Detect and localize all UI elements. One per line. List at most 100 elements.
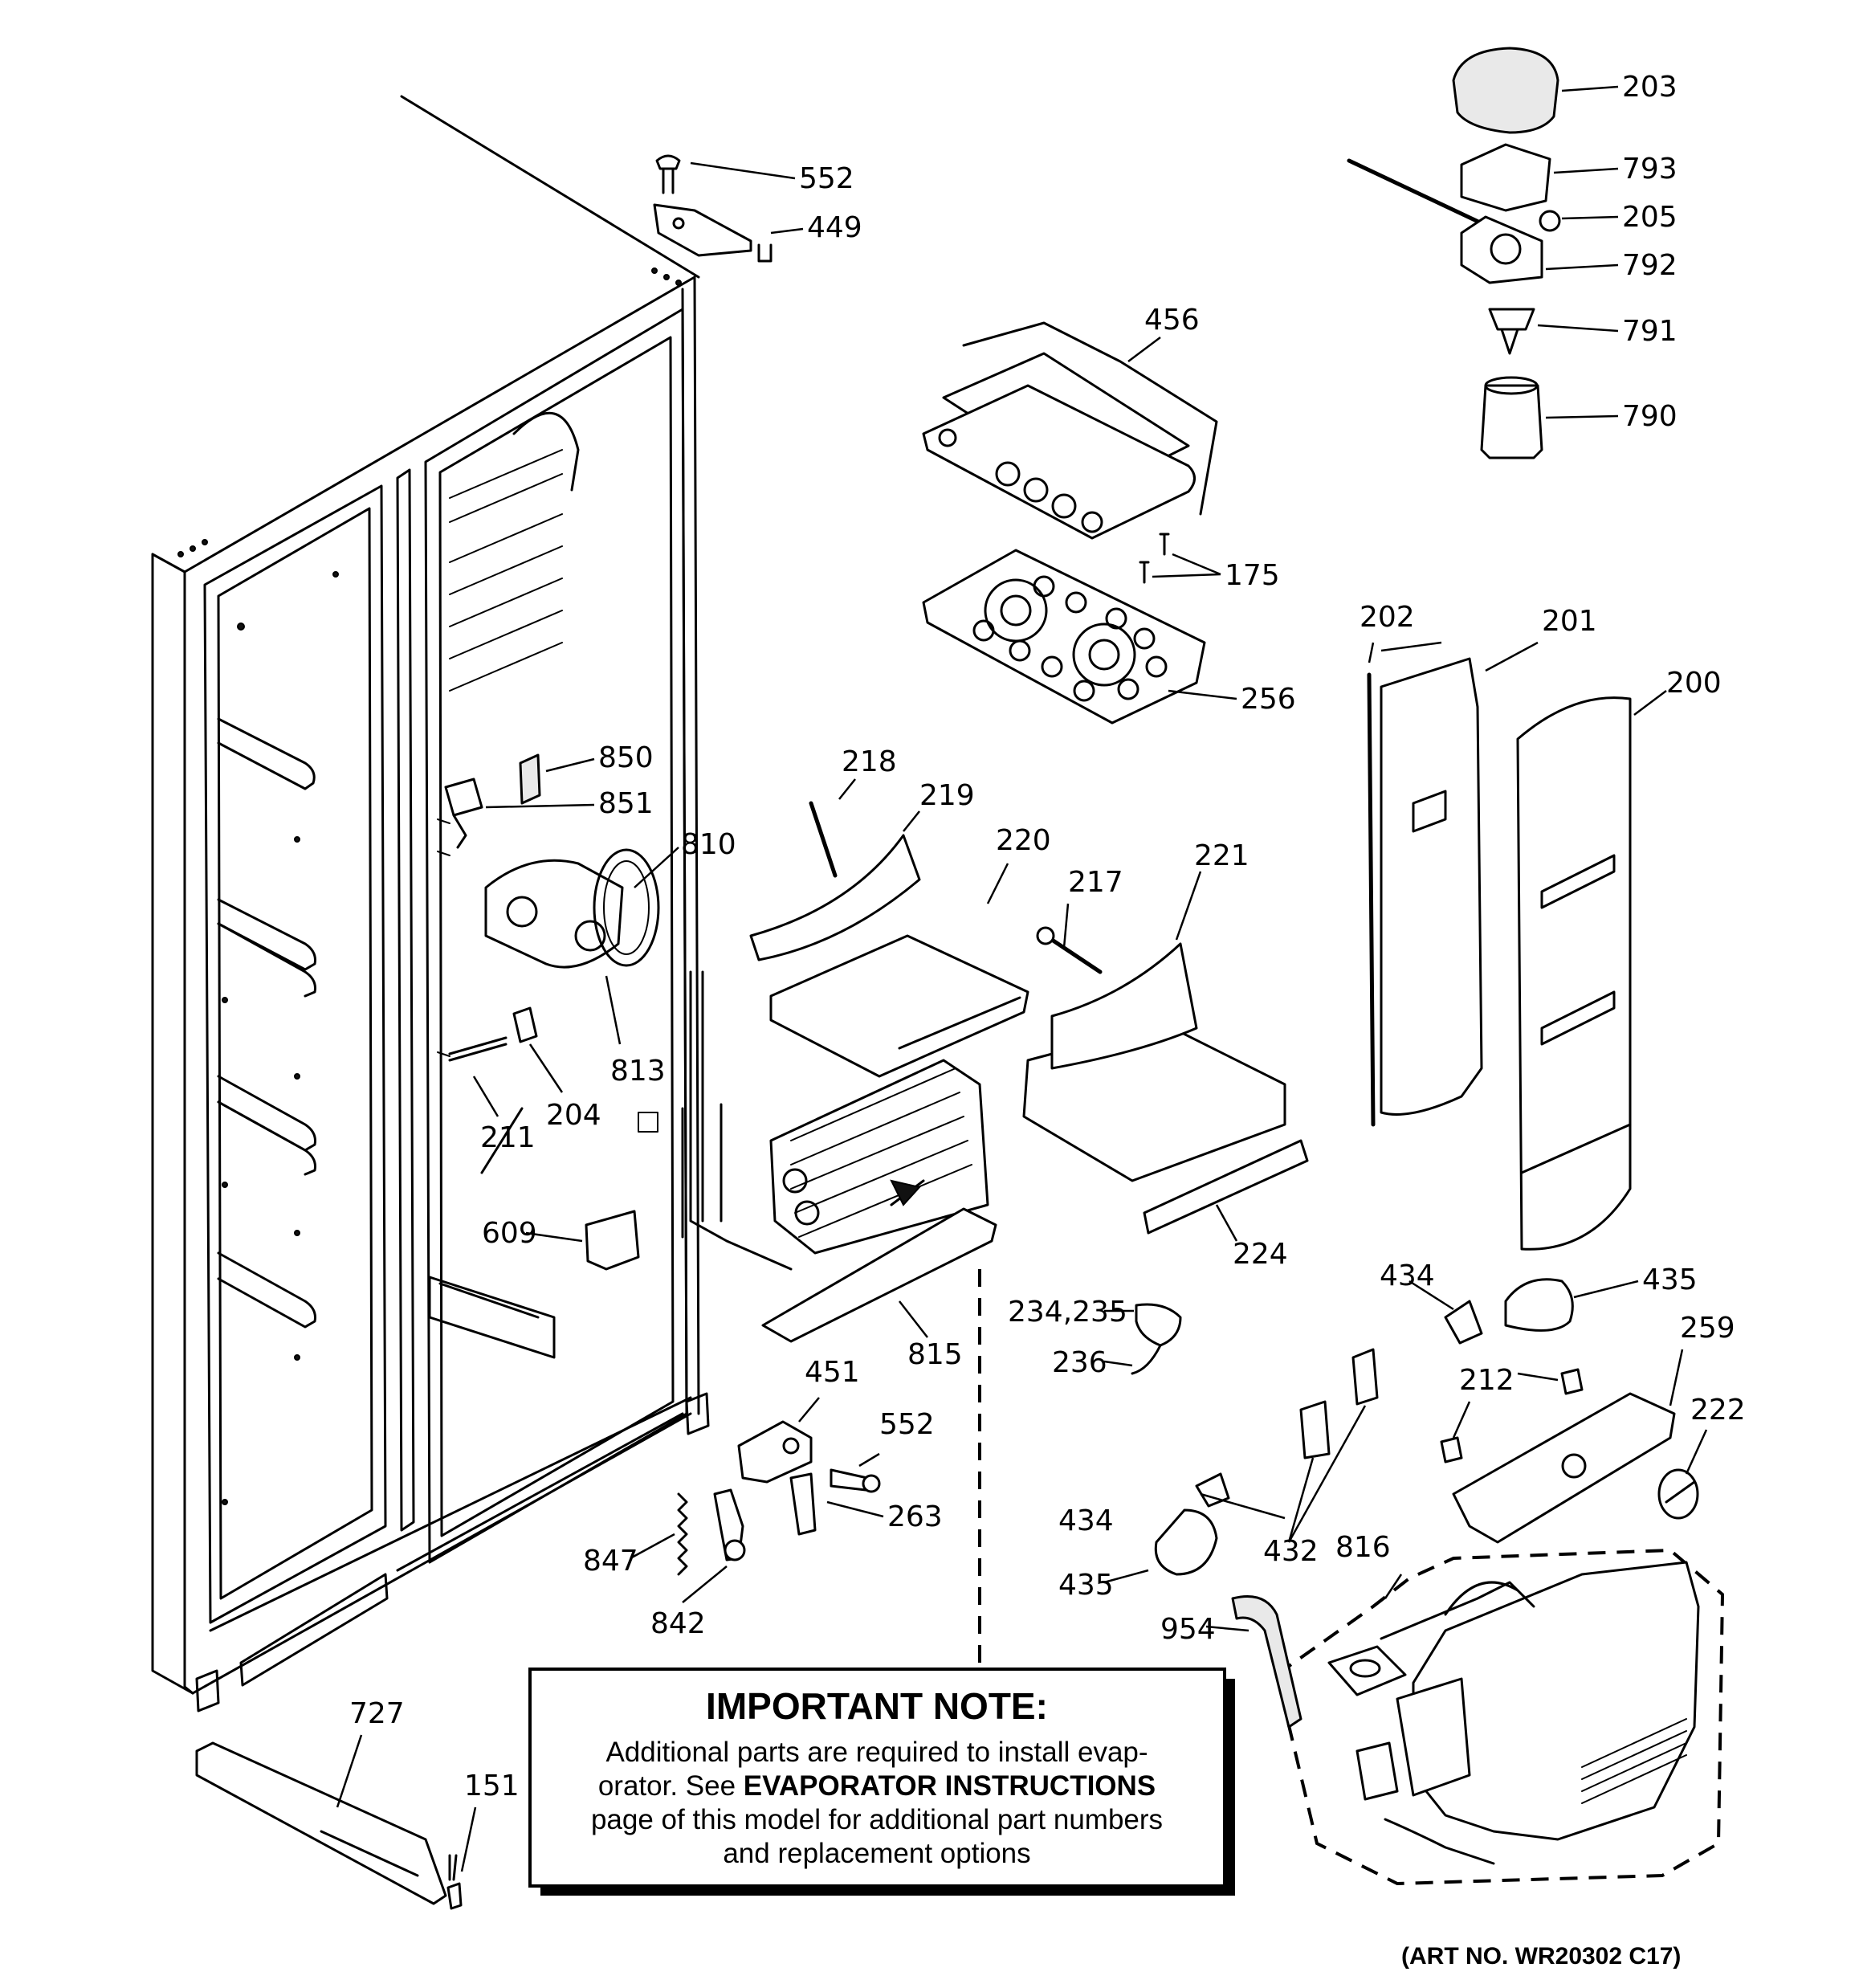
important-note: IMPORTANT NOTE: Additional parts are req… bbox=[528, 1668, 1235, 1896]
part-850 bbox=[519, 753, 541, 805]
screw-552-bottom bbox=[830, 1468, 869, 1492]
label-813: 813 bbox=[610, 1055, 666, 1088]
socket-434-top bbox=[1444, 1300, 1483, 1345]
part-204 bbox=[512, 1006, 538, 1043]
housing-792 bbox=[1460, 215, 1543, 284]
bulb-435-bottom bbox=[1154, 1508, 1218, 1576]
note-title: IMPORTANT NOTE: bbox=[706, 1685, 1048, 1727]
refrigerator-case bbox=[151, 95, 710, 1712]
fan-810 bbox=[593, 848, 660, 967]
label-202: 202 bbox=[1360, 601, 1415, 634]
drain-pan bbox=[761, 1207, 997, 1343]
label-793: 793 bbox=[1622, 153, 1678, 186]
top-hinge-group bbox=[653, 154, 804, 263]
label-456: 456 bbox=[1144, 304, 1200, 337]
label-211: 211 bbox=[480, 1121, 536, 1154]
label-151: 151 bbox=[464, 1770, 520, 1802]
note-line-3: page of this model for additional part n… bbox=[591, 1804, 1163, 1835]
label-259: 259 bbox=[1680, 1312, 1735, 1345]
label-434-top: 434 bbox=[1380, 1259, 1435, 1292]
fan-shroud-813 bbox=[484, 859, 624, 969]
part-263 bbox=[789, 1472, 817, 1536]
label-609: 609 bbox=[482, 1217, 537, 1250]
label-201: 201 bbox=[1542, 605, 1597, 638]
label-791: 791 bbox=[1622, 315, 1678, 348]
panel-256 bbox=[922, 549, 1206, 725]
label-200: 200 bbox=[1666, 667, 1722, 700]
label-954: 954 bbox=[1160, 1613, 1216, 1646]
module-793 bbox=[1460, 143, 1551, 212]
label-552-top: 552 bbox=[799, 162, 854, 195]
label-792: 792 bbox=[1622, 249, 1678, 282]
part-851 bbox=[444, 778, 483, 817]
gasket-954 bbox=[1205, 1595, 1302, 1729]
label-221: 221 bbox=[1194, 839, 1249, 872]
bulb-435-top bbox=[1504, 1278, 1574, 1332]
label-434-bottom: 434 bbox=[1058, 1504, 1114, 1537]
part-791 bbox=[1488, 308, 1535, 331]
lower-hinge-group bbox=[630, 1397, 884, 1603]
hinge-451 bbox=[737, 1420, 813, 1484]
label-204: 204 bbox=[546, 1099, 601, 1132]
label-203: 203 bbox=[1622, 71, 1678, 104]
upper-panel-group bbox=[922, 321, 1237, 725]
note-line-2: orator. See EVAPORATOR INSTRUCTIONS bbox=[598, 1770, 1156, 1802]
note-line-1: Additional parts are required to install… bbox=[605, 1737, 1148, 1768]
small-part-236 bbox=[1103, 1303, 1182, 1375]
label-435-bottom: 435 bbox=[1058, 1569, 1114, 1602]
cover-200 bbox=[1516, 696, 1632, 1251]
cover-201 bbox=[1380, 657, 1483, 1116]
art-number: (ART NO. WR20302 C17) bbox=[1401, 1943, 1681, 1970]
socket-432-b bbox=[1351, 1348, 1379, 1406]
label-218: 218 bbox=[842, 745, 897, 778]
label-236: 236 bbox=[1052, 1346, 1107, 1379]
tray-220 bbox=[769, 934, 1029, 1078]
note-line-4: and replacement options bbox=[723, 1838, 1030, 1869]
socket-434-bottom bbox=[1195, 1472, 1230, 1508]
label-205: 205 bbox=[1622, 201, 1678, 234]
label-552-bottom: 552 bbox=[879, 1408, 935, 1441]
panel-456-plate bbox=[922, 384, 1196, 540]
ice-bucket-group bbox=[749, 778, 1309, 1242]
label-815: 815 bbox=[907, 1338, 963, 1371]
part-234 bbox=[1135, 1303, 1182, 1347]
evaporator-coil bbox=[769, 1059, 989, 1255]
label-263: 263 bbox=[887, 1500, 943, 1533]
label-224: 224 bbox=[1233, 1238, 1288, 1271]
bracket-816 bbox=[1327, 1645, 1407, 1696]
grille-727 bbox=[195, 1741, 447, 1905]
base-grille-group bbox=[195, 1734, 477, 1910]
label-217: 217 bbox=[1068, 866, 1123, 899]
screw-151 bbox=[446, 1882, 463, 1910]
label-451: 451 bbox=[805, 1356, 860, 1389]
evaporator-815 bbox=[681, 970, 997, 1343]
label-212: 212 bbox=[1459, 1364, 1514, 1397]
label-816: 816 bbox=[1335, 1531, 1391, 1564]
label-256: 256 bbox=[1241, 683, 1296, 716]
label-219: 219 bbox=[919, 779, 975, 812]
label-850: 850 bbox=[598, 741, 654, 774]
label-175: 175 bbox=[1225, 559, 1280, 592]
label-432: 432 bbox=[1263, 1535, 1319, 1568]
part-219 bbox=[749, 834, 921, 961]
label-727: 727 bbox=[349, 1697, 405, 1730]
evaporator-covers bbox=[1367, 641, 1667, 1251]
label-435-top: 435 bbox=[1642, 1263, 1698, 1296]
label-790: 790 bbox=[1622, 400, 1678, 433]
label-449: 449 bbox=[807, 211, 862, 244]
screw-552-top bbox=[655, 154, 681, 170]
label-234-235: 234,235 bbox=[1008, 1296, 1127, 1329]
socket-432-a bbox=[1299, 1400, 1331, 1459]
label-220: 220 bbox=[996, 824, 1051, 857]
label-810: 810 bbox=[681, 828, 736, 861]
label-851: 851 bbox=[598, 787, 654, 820]
fan-and-switches bbox=[444, 753, 679, 1271]
label-847: 847 bbox=[583, 1545, 638, 1578]
part-790 bbox=[1480, 384, 1543, 459]
module-816 bbox=[1274, 1548, 1725, 1886]
handle-224 bbox=[1143, 1139, 1309, 1235]
part-212-b bbox=[1440, 1436, 1463, 1463]
module-816-boundary bbox=[1274, 1548, 1725, 1886]
